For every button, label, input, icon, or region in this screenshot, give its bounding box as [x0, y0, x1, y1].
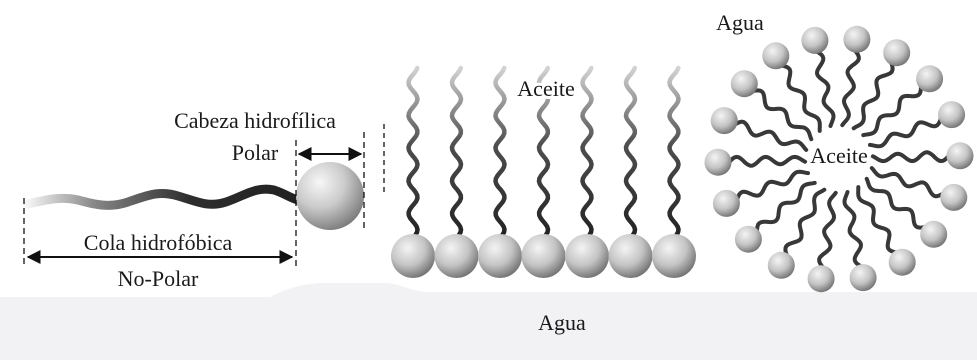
- micelle-tail: [842, 51, 859, 125]
- monolayer-head: [391, 234, 435, 278]
- micelle-tail: [737, 172, 808, 200]
- micelle-head: [889, 249, 916, 276]
- micelle-head: [947, 142, 974, 169]
- label-head-hydrophilic: Cabeza hidrofílica: [174, 108, 336, 133]
- micelle-tail: [845, 192, 862, 266]
- micelle-molecule: [842, 26, 870, 125]
- monolayer-head: [652, 234, 696, 278]
- micelle-head: [916, 65, 943, 92]
- micelle-head: [920, 221, 947, 248]
- micelle-head: [735, 226, 762, 253]
- label-micelle-water: Agua: [716, 10, 764, 35]
- micelle-head: [808, 265, 835, 292]
- label-micelle-oil: Aceite: [810, 143, 867, 168]
- micelle-head: [731, 70, 758, 97]
- micelle-head: [711, 107, 738, 134]
- micelle-tail: [785, 190, 824, 256]
- monolayer-molecule: [391, 68, 435, 278]
- micelle-head: [940, 184, 967, 211]
- single-surfactant-molecule: Cabeza hidrofílica Polar Cola hidrofóbic…: [24, 108, 364, 291]
- hydrophilic-head: [296, 162, 364, 230]
- monolayer-tail: [626, 68, 635, 238]
- micelle-head: [850, 264, 877, 291]
- micelle-tail: [870, 119, 941, 147]
- micelle-head: [713, 190, 740, 217]
- label-monolayer-oil: Aceite: [517, 76, 574, 101]
- micelle-molecule: [870, 101, 965, 146]
- micelle-molecule: [872, 168, 968, 211]
- micelle-head: [762, 42, 789, 69]
- monolayer-tail: [496, 68, 505, 238]
- monolayer-head: [609, 234, 653, 278]
- micelle-head: [843, 26, 870, 53]
- micelle-molecule: [873, 142, 974, 169]
- micelle-head: [938, 101, 965, 128]
- micelle-tail: [817, 52, 834, 126]
- monolayer-molecule: [435, 68, 479, 278]
- micelle-head: [883, 39, 910, 66]
- label-tail-nonpolar: No-Polar: [118, 266, 199, 291]
- micelle-tail: [863, 86, 921, 135]
- monolayer-tail: [452, 68, 461, 238]
- micelle-tail: [757, 183, 815, 232]
- label-head-polar: Polar: [232, 140, 279, 165]
- micelle-tail: [854, 63, 893, 129]
- micelle-tail: [873, 152, 949, 161]
- micelle-molecule: [713, 172, 808, 217]
- micelle-tail: [730, 157, 806, 166]
- monolayer-tail: [409, 68, 418, 238]
- monolayer-tail: [670, 68, 679, 238]
- monolayer-head: [435, 234, 479, 278]
- micelle-molecule: [867, 179, 948, 248]
- micelle-molecule: [808, 193, 836, 292]
- micelle-molecule: [705, 149, 806, 176]
- monolayer-head: [565, 234, 609, 278]
- label-water-bottom: Agua: [538, 310, 586, 335]
- hydrophobic-tail: [28, 189, 298, 205]
- micelle-molecule: [762, 42, 820, 131]
- micelle-tail: [819, 193, 836, 267]
- micelle-molecule: [731, 70, 812, 139]
- micelle-head: [768, 252, 795, 279]
- micelle-head: [705, 149, 732, 176]
- monolayer-molecule: [478, 68, 522, 278]
- monolayer-molecule: [652, 68, 696, 278]
- monolayer-head: [478, 234, 522, 278]
- monolayer-molecule: [609, 68, 653, 278]
- micelle-molecule: [858, 187, 916, 276]
- water-region: [0, 283, 977, 360]
- label-tail-hydrophobic: Cola hidrofóbica: [84, 230, 233, 255]
- micelle-head: [801, 27, 828, 54]
- micelle-molecule: [711, 107, 807, 150]
- monolayer-tail: [583, 68, 592, 238]
- monolayer-head: [522, 234, 566, 278]
